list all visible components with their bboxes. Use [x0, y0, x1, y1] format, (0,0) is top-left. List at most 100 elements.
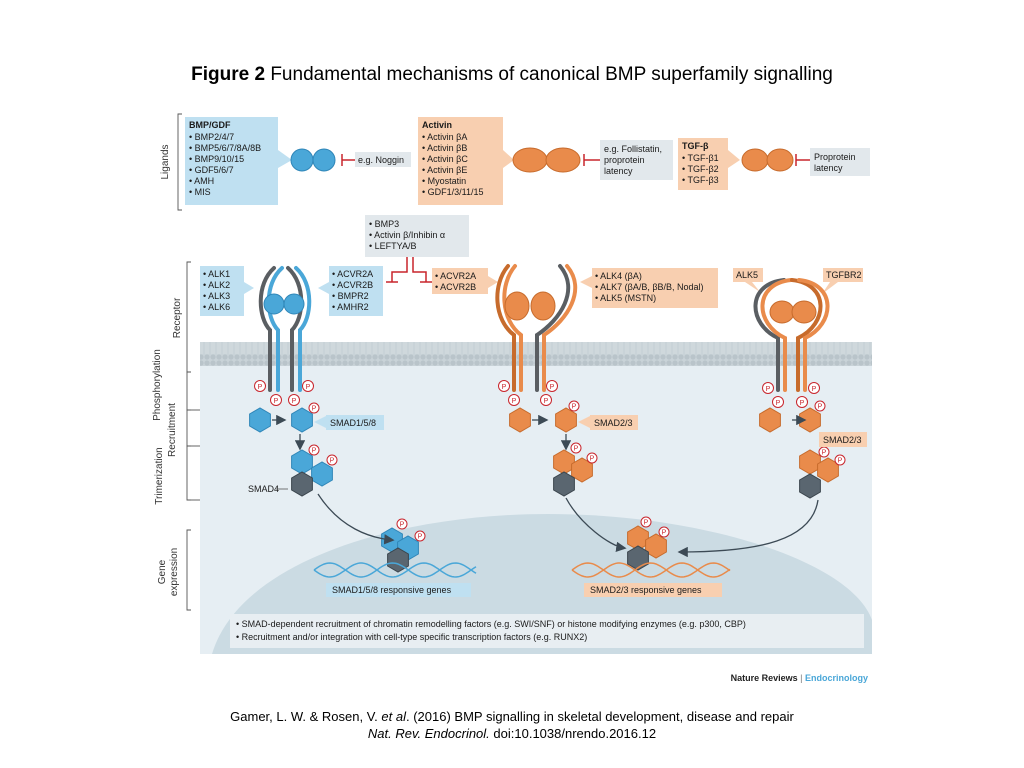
tgf-bound-ligand-b [791, 300, 817, 324]
smad158-label: SMAD1/5/8 [330, 418, 376, 428]
citation-title: . (2016) BMP signalling in skeletal deve… [406, 709, 794, 724]
antagonist-inhibition [386, 257, 432, 283]
smad23-box-b [819, 432, 867, 447]
bmp-item-1: • BMP2/4/7 [189, 132, 234, 142]
tgf-item-2: • TGF-β2 [682, 164, 719, 174]
p-label: P [292, 398, 297, 405]
bmp-type2-item-3: • BMPR2 [332, 291, 369, 301]
proprotein-inhibition [795, 154, 810, 166]
citation-line-2: Nat. Rev. Endocrinol. doi:10.1038/nrendo… [0, 725, 1024, 742]
alk-item-1: • ALK1 [203, 269, 230, 279]
antagonist-box [365, 215, 469, 257]
p-label: P [512, 398, 517, 405]
smad4-tgf [799, 473, 821, 499]
proprotein-line-2: latency [814, 163, 843, 173]
slide-title: Figure 2 Fundamental mechanisms of canon… [0, 64, 1024, 86]
smad158-box [326, 415, 384, 430]
follistatin-line-3: latency [604, 166, 633, 176]
bmp-phospho-markers [254, 380, 314, 406]
tgf-beta-title: TGF-β [682, 141, 709, 151]
noggin-label: e.g. Noggin [358, 155, 404, 165]
phospho-marker-label: P [838, 458, 843, 465]
nuclear-smad23-b [645, 533, 667, 559]
activin-ligand-a [512, 147, 548, 173]
phospho-marker [414, 530, 426, 542]
bmp-item-6: • MIS [189, 187, 211, 197]
bmp-item-3: • BMP9/10/15 [189, 154, 244, 164]
alk-item-4: • ALK6 [203, 302, 230, 312]
activin-bound-ligand-b [530, 291, 556, 321]
bmp-type2-box [329, 266, 383, 316]
antagonist-item-3: • LEFTYA/B [369, 241, 417, 251]
activin-type2-item-2: • ACVR2B [435, 282, 476, 292]
phosphorylation-label: Phosphorylation [152, 349, 163, 421]
activin-item-4: • Activin βE [422, 165, 467, 175]
bmp-item-5: • AMH [189, 176, 214, 186]
phospho-marker [396, 518, 408, 530]
phospho-marker-label: P [312, 406, 317, 413]
phospho-marker-label: P [330, 458, 335, 465]
activin-item-1: • Activin βA [422, 132, 467, 142]
alk5-pointer [745, 282, 760, 292]
stage-brackets [177, 113, 200, 611]
phospho-marker [326, 454, 338, 466]
bmp-bound-ligand-a [263, 293, 285, 315]
smad23-pointer-a [578, 416, 590, 428]
phospho-marker-label: P [662, 530, 667, 537]
bmp-item-4: • GDF5/6/7 [189, 165, 234, 175]
tgf-smad23-unphosphorylated [759, 407, 781, 433]
smad23-unphosphorylated [509, 407, 531, 433]
p-label: P [812, 386, 817, 393]
publisher-sep: | [798, 673, 805, 683]
activin-title: Activin [422, 120, 452, 130]
phospho-marker [308, 402, 320, 414]
gene-expression-label-1: Gene [157, 559, 168, 584]
phospho-marker [586, 452, 598, 464]
citation-doi: doi:10.1038/nrendo.2016.12 [489, 726, 657, 741]
activin-item-3: • Activin βC [422, 154, 468, 164]
dna-helices [313, 562, 731, 578]
smad4-label: SMAD4 [248, 484, 279, 494]
bmp-ligand-a [290, 148, 314, 172]
citation: Gamer, L. W. & Rosen, V. et al. (2016) B… [0, 708, 1024, 742]
phospho-marker-label: P [418, 534, 423, 541]
citation-journal: Nat. Rev. Endocrinol. [367, 726, 490, 741]
antagonist-item-1: • BMP3 [369, 219, 399, 229]
p-label: P [502, 384, 507, 391]
bmp-type2-item-2: • ACVR2B [332, 280, 373, 290]
antagonist-item-2: • Activin β/Inhibin α [369, 230, 445, 240]
proprotein-line-1: Proprotein [814, 152, 856, 162]
tgf-ligand-b [766, 148, 794, 172]
smad23-box-a [590, 415, 638, 430]
smad158-dna-strand-b [313, 562, 477, 578]
smad23-label-b: SMAD2/3 [823, 435, 862, 445]
p-label: P [306, 384, 311, 391]
phospho-marker-label: P [644, 520, 649, 527]
bmp-gdf-box [185, 117, 278, 205]
note-2: • Recruitment and/or integration with ce… [236, 632, 587, 642]
smad23-dna-strand-b [571, 562, 731, 578]
publisher-right: Endocrinology [805, 673, 868, 683]
bmp-type1-pointer [244, 282, 254, 294]
activin-type2-pointer [488, 276, 498, 288]
activin-type1-item-1: • ALK4 (βA) [595, 271, 642, 281]
figure-title: Fundamental mechanisms of canonical BMP … [265, 64, 833, 85]
activin-type1-item-3: • ALK5 (MSTN) [595, 293, 656, 303]
activin-type2-item-1: • ACVR2A [435, 271, 476, 281]
smad23-phosphorylated [555, 407, 577, 433]
smad4-activin [553, 471, 575, 497]
smad23-genes-label: SMAD2/3 responsive genes [590, 585, 702, 595]
activin-item-5: • Myostatin [422, 176, 466, 186]
tgf-smad23-phosphorylated [799, 407, 821, 433]
notes-box [230, 614, 864, 648]
receptor-label: Receptor [172, 297, 183, 338]
smad23-dna-strand-a [571, 562, 731, 578]
alk-item-2: • ALK2 [203, 280, 230, 290]
activin-type1-item-2: • ALK7 (βA/B, βB/B, Nodal) [595, 282, 704, 292]
activin-box-pointer [503, 150, 514, 168]
proprotein-box [810, 148, 870, 176]
p-label: P [550, 384, 555, 391]
alk-item-3: • ALK3 [203, 291, 230, 301]
phospho-marker [658, 526, 670, 538]
